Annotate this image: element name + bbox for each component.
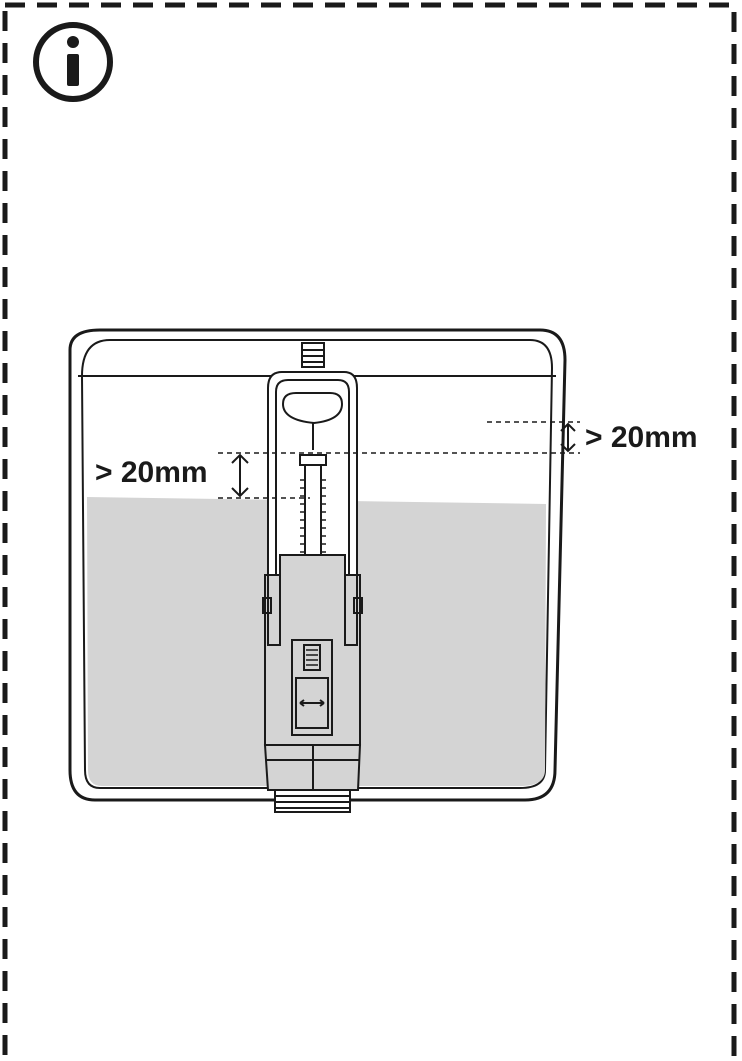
cistern-outer-wall — [68, 328, 567, 802]
info-icon — [33, 22, 113, 102]
valve-handle — [281, 392, 344, 425]
dimension-arrow-left — [231, 453, 249, 498]
flush-valve — [262, 342, 363, 813]
right-clearance-label: > 20mm — [585, 421, 698, 454]
dimension-lines — [218, 421, 580, 499]
dimension-arrow-right — [560, 422, 576, 453]
left-clearance-label: > 20mm — [95, 456, 208, 489]
